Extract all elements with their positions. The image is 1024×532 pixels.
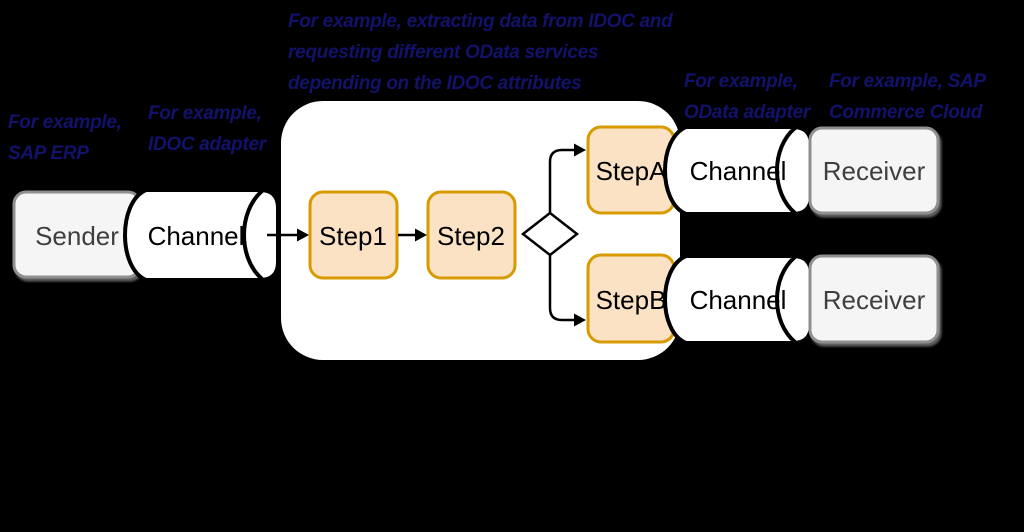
- channel-out-a-body: [663, 125, 813, 216]
- channel-in-node: [123, 188, 280, 282]
- arrow-gateway-to-step-a: [548, 148, 574, 213]
- step-a-label: StepA: [596, 156, 667, 186]
- channel-out-b-body: [663, 254, 813, 345]
- annotation-sender-channel-line1: For example,: [148, 103, 262, 124]
- annotation-sender-line2: SAP ERP: [8, 143, 89, 164]
- channel-in-rim: [242, 189, 264, 281]
- channel-out-b-label: Channel: [690, 285, 787, 315]
- annotation-receiver-line2: Commerce Cloud: [829, 102, 983, 123]
- annotation-sender-channel-line2: IDOC adapter: [148, 134, 268, 155]
- annotation-sender: For example, SAP ERP: [8, 112, 122, 164]
- channel-out-a-rim: [775, 126, 797, 215]
- arrowhead-step-b: [574, 313, 586, 327]
- connectors: [267, 143, 586, 327]
- annotation-flow-logic-line3: depending on the IDOC attributes: [288, 73, 581, 94]
- channel-in-body: [123, 188, 280, 282]
- annotation-receiver-channel-line1: For example,: [684, 71, 798, 92]
- arrowhead-step1: [297, 228, 309, 242]
- arrowhead-step2: [415, 228, 427, 242]
- channel-out-a-label: Channel: [690, 156, 787, 186]
- annotation-sender-channel: For example, IDOC adapter: [148, 103, 268, 155]
- sender-label: Sender: [35, 221, 119, 251]
- annotation-receiver-channel: For example, OData adapter: [684, 71, 812, 123]
- annotation-receiver-channel-line2: OData adapter: [684, 102, 812, 123]
- annotation-sender-line1: For example,: [8, 112, 122, 133]
- annotation-receiver: For example, SAP Commerce Cloud: [829, 71, 987, 123]
- router-gateway-diamond: [520, 211, 580, 257]
- arrow-gateway-to-step-b: [548, 255, 574, 322]
- step1-node: [308, 190, 399, 280]
- receiver-b-node: [808, 254, 940, 344]
- annotation-flow-logic-line2: requesting different OData services: [288, 42, 598, 63]
- annotation-receiver-line1: For example, SAP: [829, 71, 986, 92]
- receiver-a-node: [808, 126, 940, 215]
- step2-label: Step2: [437, 221, 505, 251]
- step-b-label: StepB: [596, 285, 667, 315]
- step2-node: [426, 190, 517, 280]
- channel-in-label: Channel: [148, 221, 245, 251]
- receiver-a-label: Receiver: [823, 156, 926, 186]
- step1-label: Step1: [319, 221, 387, 251]
- receiver-b-label: Receiver: [823, 285, 926, 315]
- annotation-flow-logic: For example, extracting data from IDOC a…: [288, 11, 673, 94]
- channel-out-b-rim: [775, 255, 797, 344]
- channel-out-a-node: [663, 125, 813, 216]
- annotation-flow-logic-line1: For example, extracting data from IDOC a…: [288, 11, 673, 32]
- arrowhead-step-a: [574, 143, 586, 157]
- channel-out-b-node: [663, 254, 813, 345]
